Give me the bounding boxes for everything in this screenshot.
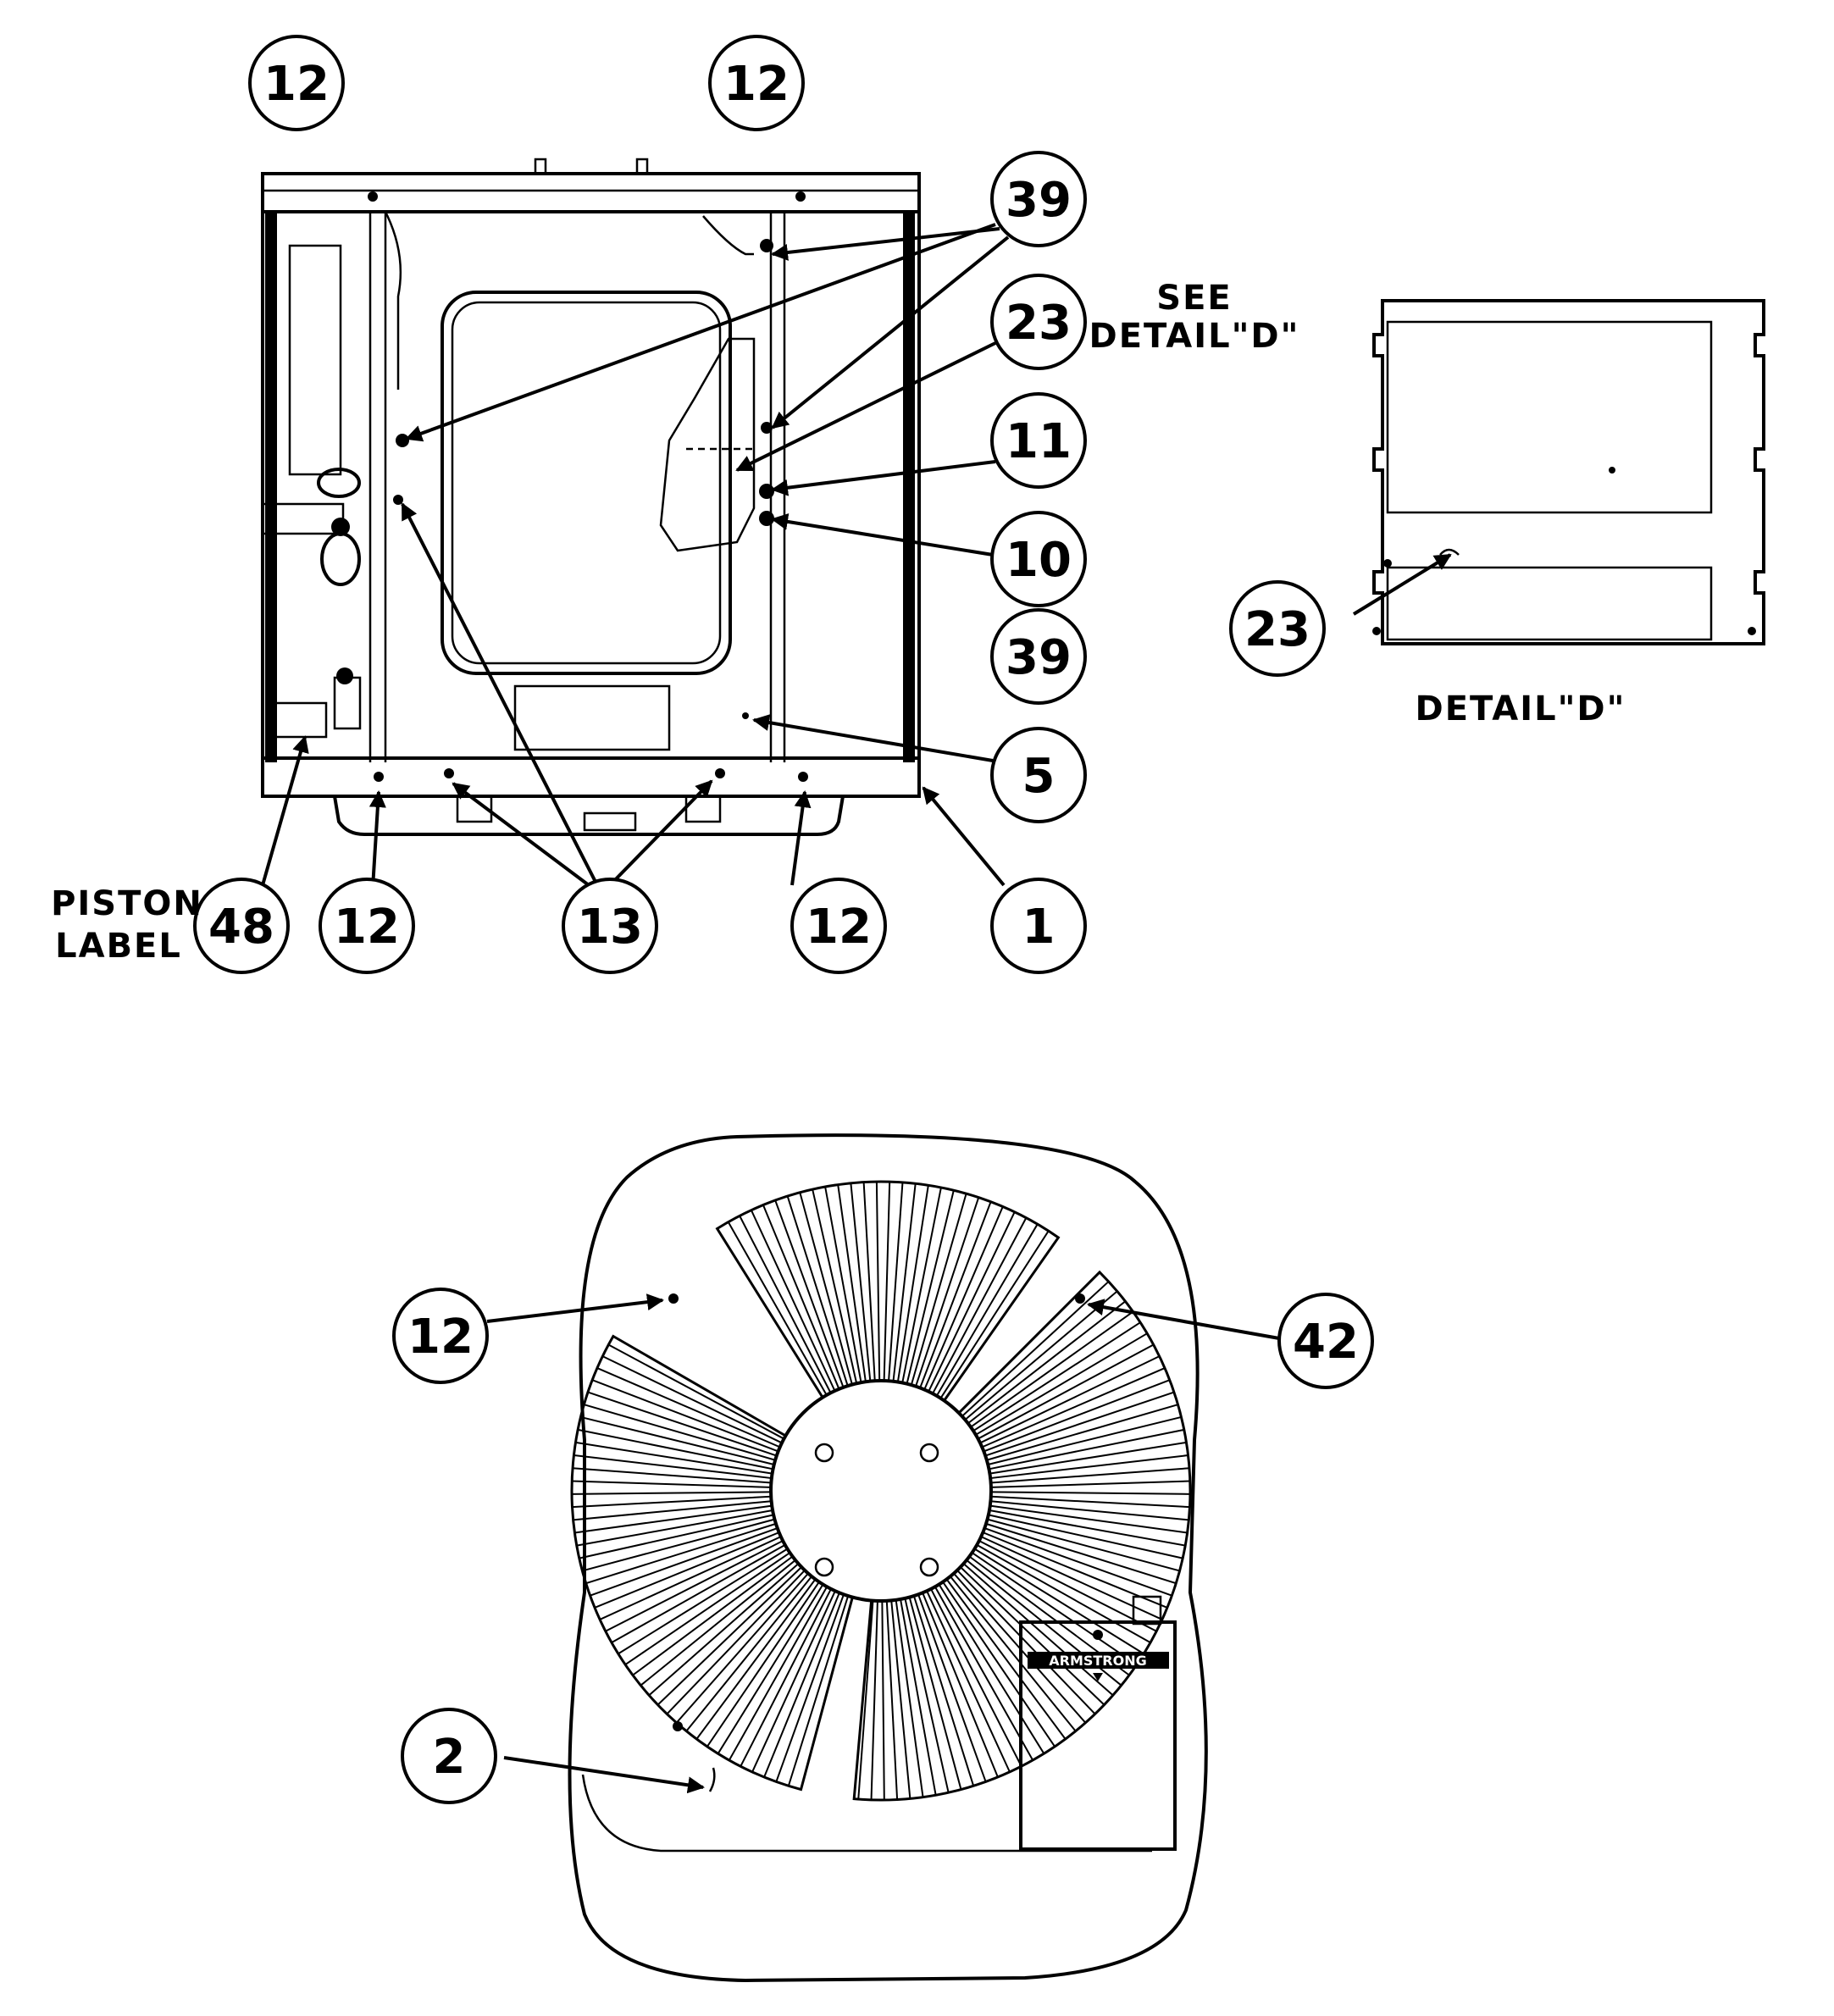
piston-label: PISTON	[51, 884, 203, 923]
callout-48: 48	[193, 878, 290, 974]
callout-13: 13	[562, 878, 658, 974]
svg-text:12: 12	[723, 57, 790, 112]
callout-12-bottom-right: 12	[790, 878, 887, 974]
svg-text:11: 11	[1006, 414, 1072, 469]
svg-text:39: 39	[1006, 173, 1072, 228]
svg-text:12: 12	[263, 57, 330, 112]
callout-12-fan: 12	[392, 1288, 489, 1384]
svg-text:23: 23	[1006, 296, 1072, 351]
logo-text: ARMSTRONG	[1049, 1653, 1147, 1669]
callout-12-bottom-left: 12	[319, 878, 415, 974]
svg-text:1: 1	[1022, 900, 1056, 955]
fan-grille	[570, 1180, 1192, 1802]
callout-12-top-left: 12	[248, 35, 345, 131]
callout-2: 2	[401, 1708, 497, 1804]
top-view-leaders	[486, 1293, 1280, 1794]
svg-text:12: 12	[407, 1310, 474, 1365]
svg-text:39: 39	[1006, 630, 1072, 685]
top-view-unit: ARMSTRONG	[568, 1133, 1208, 1983]
callout-1: 1	[990, 878, 1087, 974]
svg-text:12: 12	[334, 900, 400, 955]
callout-10: 10	[990, 511, 1087, 607]
callout-12-top-mid: 12	[708, 35, 805, 131]
svg-text:23: 23	[1244, 602, 1310, 657]
callout-11: 11	[990, 392, 1087, 489]
callout-39-top: 39	[990, 151, 1087, 247]
callout-23-detail: 23	[1229, 580, 1326, 677]
svg-text:2: 2	[433, 1730, 466, 1785]
svg-text:42: 42	[1293, 1315, 1359, 1370]
svg-text:13: 13	[577, 900, 643, 955]
callout-39-mid: 39	[990, 608, 1087, 705]
callout-5: 5	[990, 727, 1087, 823]
callout-23-top: 23	[990, 274, 1087, 370]
svg-text:10: 10	[1006, 533, 1072, 588]
svg-text:12: 12	[806, 900, 872, 955]
svg-text:5: 5	[1022, 749, 1056, 804]
piston-label-2: LABEL	[55, 927, 182, 966]
detail-d-leader	[1352, 553, 1452, 616]
detail-d-caption: DETAIL"D"	[1416, 690, 1626, 728]
callout-42: 42	[1277, 1293, 1374, 1389]
svg-text:48: 48	[208, 900, 274, 955]
see-detail-label: SEE	[1156, 279, 1232, 318]
cabinet-front-view	[261, 158, 921, 836]
see-detail-label-2: DETAIL"D"	[1089, 317, 1300, 356]
detail-d-panel	[1372, 299, 1765, 645]
front-view-leaders	[261, 223, 1010, 889]
